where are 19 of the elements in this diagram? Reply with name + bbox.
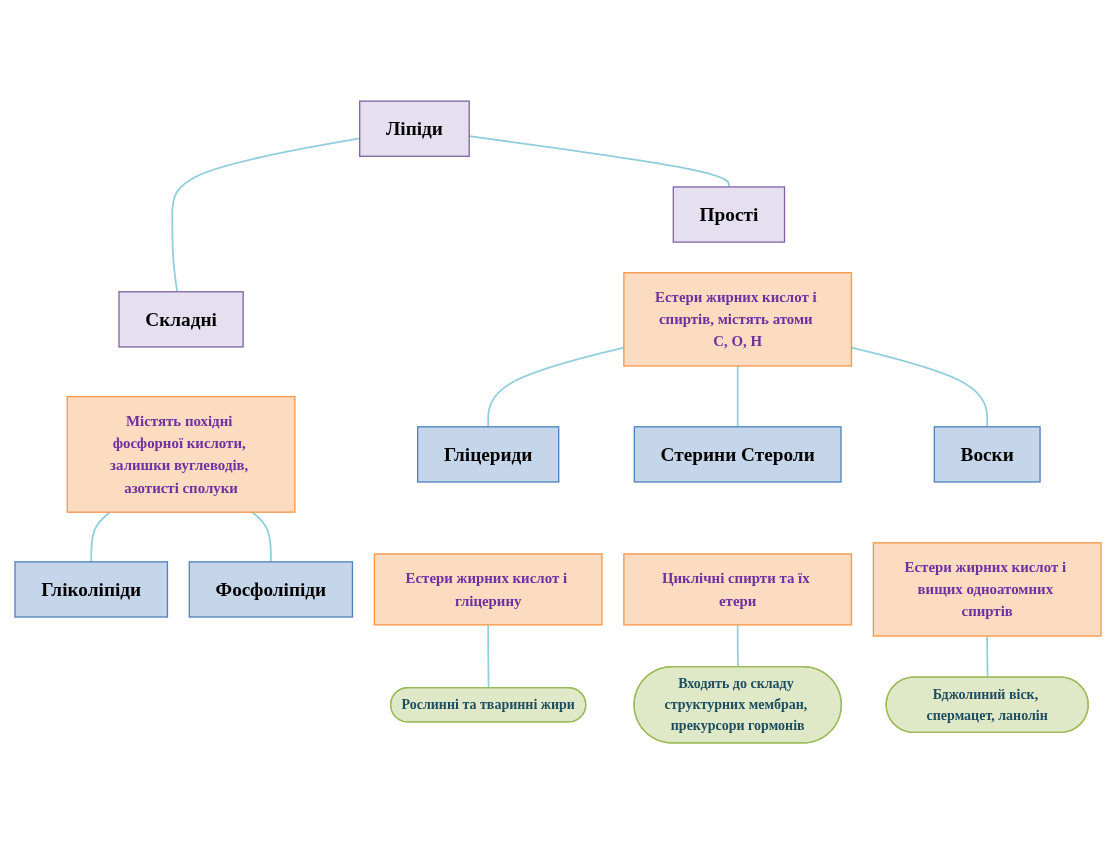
connector (90, 510, 111, 563)
connector (736, 623, 739, 668)
node-box: Естери жирних кислот і спиртів, містять атоми C, O, H (623, 271, 853, 367)
node-box: Ліпіди (359, 100, 470, 157)
node-box: Фосфоліпіди (188, 560, 354, 618)
connector (487, 623, 490, 689)
node-box: Прості (672, 185, 786, 243)
node-box: Містять похідні фосфорної кислоти, залишки вуглеводів, азотисті сполуки (66, 395, 296, 513)
node-box: Естери жирних кислот і гліцерину (373, 552, 603, 626)
node-box: Циклічні спирти та їх етери (623, 552, 853, 626)
connector (736, 364, 739, 428)
node-box: Гліколіпіди (14, 560, 169, 618)
node-box: Воски (933, 425, 1041, 483)
node-box: Гліцериди (417, 425, 560, 483)
node-box: Складні (118, 290, 244, 348)
connector (986, 634, 989, 678)
connector (251, 510, 272, 563)
node-box: Стерини Стероли (633, 425, 842, 483)
node-box: Естери жирних кислот і вищих одноатомних спиртів (872, 541, 1102, 637)
